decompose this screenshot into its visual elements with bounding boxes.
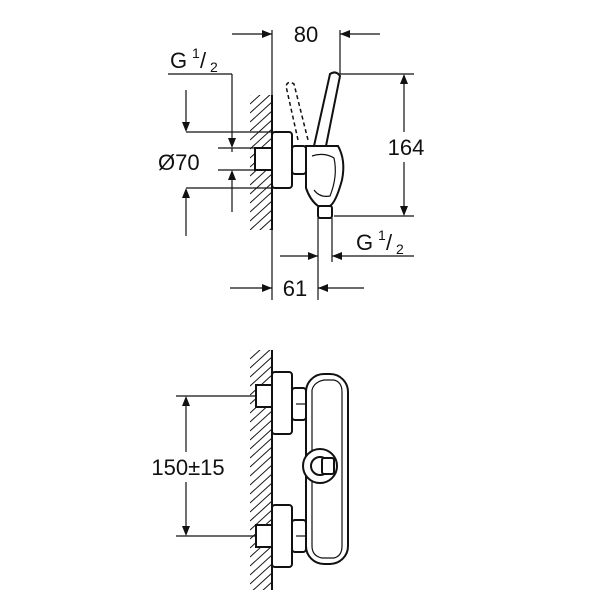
- outlet-thread-fraction-den: 2: [396, 241, 404, 257]
- hatch-line: [250, 350, 251, 351]
- hatch-line: [250, 473, 272, 495]
- inlet-thread-fraction-num: 1: [192, 45, 200, 61]
- hatch-line: [250, 446, 272, 468]
- inlet-thread-fraction-den: 2: [210, 59, 218, 75]
- hatch-line: [250, 419, 272, 441]
- hatch-line: [250, 200, 272, 222]
- dimension-width: 80: [232, 22, 380, 47]
- lever-stem: [321, 457, 335, 475]
- lever-side: [312, 71, 342, 147]
- outlet-thread-fraction-num: 1: [378, 227, 386, 243]
- hatch-line: [250, 464, 272, 486]
- hatch-line: [250, 500, 272, 522]
- escutcheon-side: [271, 131, 293, 189]
- hatch-line: [250, 191, 272, 213]
- inlet-thread-fraction-sep: /: [200, 48, 207, 73]
- lower-wall-connector: [255, 524, 273, 548]
- wall-connector-side: [254, 147, 273, 171]
- hatch-line: [262, 581, 272, 590]
- dimension-spacing: 150±15: [136, 395, 256, 537]
- hatch-line: [250, 356, 272, 378]
- hatch-line: [250, 410, 272, 432]
- hatch-line: [252, 572, 272, 590]
- connector-nut-side: [291, 145, 307, 175]
- hatch-line: [250, 554, 272, 576]
- hatch-line: [250, 110, 272, 132]
- hatch-line: [250, 95, 251, 96]
- dimension-inlet-thread: G 1 / 2: [168, 45, 255, 212]
- hatch-line: [250, 237, 272, 257]
- front-view: 150±15: [136, 350, 349, 600]
- hatch-line: [250, 455, 272, 477]
- hatch-line: [269, 227, 272, 230]
- dimension-width-label: 80: [294, 22, 318, 47]
- height-label: 164: [388, 135, 425, 160]
- hatch-line: [250, 350, 261, 360]
- upper-wall-connector: [255, 384, 273, 408]
- hatch-line: [250, 95, 271, 114]
- hatch-line: [250, 428, 272, 450]
- dimension-diameter: Ø70: [158, 90, 200, 236]
- mixer-body-detail: [311, 153, 336, 197]
- lower-escutcheon: [271, 504, 293, 568]
- hatch-line: [250, 182, 272, 204]
- hatch-line: [250, 563, 272, 585]
- hatch-line: [250, 509, 272, 531]
- dimension-outlet-thread: G 1 / 2: [280, 227, 414, 260]
- hatch-line: [250, 591, 272, 600]
- mixer-body-front-inner: [311, 379, 343, 559]
- dimension-height: 164: [376, 74, 432, 216]
- hatch-line: [250, 95, 261, 105]
- hatch-line: [250, 482, 272, 504]
- dimension-depth: 61: [230, 276, 364, 301]
- depth-label: 61: [283, 276, 307, 301]
- inlet-thread-label: G: [170, 48, 187, 73]
- lever-alt-position: [285, 81, 309, 141]
- hatch-line: [250, 101, 272, 123]
- hatch-line: [250, 350, 271, 369]
- outlet-thread-label: G: [356, 230, 373, 255]
- side-view: 80 G 1 / 2 Ø70: [158, 22, 432, 301]
- diameter-label: Ø70: [158, 150, 200, 175]
- hatch-line: [250, 545, 272, 567]
- outlet-thread-fraction-sep: /: [386, 230, 393, 255]
- hatch-line: [250, 437, 272, 459]
- hatch-line: [250, 209, 272, 230]
- hatch-line: [250, 365, 272, 387]
- hatch-line: [259, 218, 272, 230]
- hatch-line: [250, 491, 272, 513]
- hatch-line: [250, 173, 272, 195]
- wall-hatching-front: [250, 350, 272, 600]
- outlet-nut-side: [317, 205, 333, 219]
- hatch-line: [250, 119, 272, 141]
- spacing-label: 150±15: [151, 455, 224, 480]
- upper-escutcheon: [271, 371, 293, 435]
